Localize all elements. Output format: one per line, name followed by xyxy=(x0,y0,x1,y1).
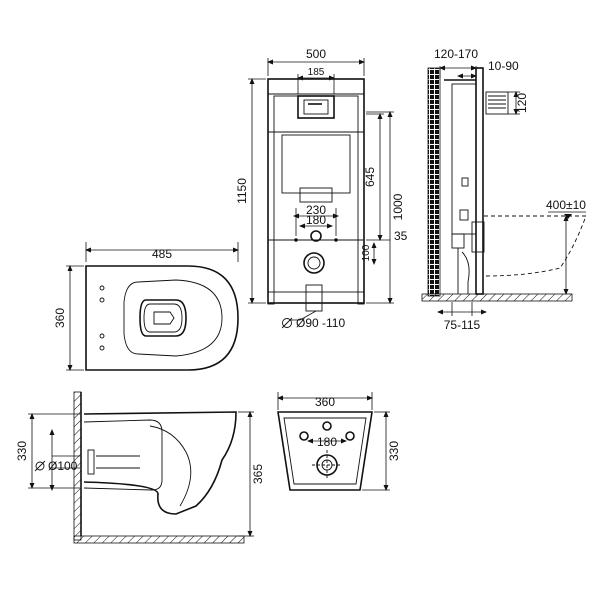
dim-outlet: Ø90 -110 xyxy=(296,316,345,330)
frame-side-profile xyxy=(475,67,484,295)
cistern-outline xyxy=(281,134,351,194)
dim-height-inner: 1000 xyxy=(391,193,405,220)
dim-side-bottom: 75-115 xyxy=(444,318,481,332)
flush-plate-opening xyxy=(297,95,335,119)
dim-side-depth: 120-170 xyxy=(434,47,478,61)
bowl-side-view: 330 Ø100 365 xyxy=(15,391,265,544)
frame-side-view: 400±10 120-170 10-90 120 75-115 xyxy=(421,47,587,332)
bowl-side-outline xyxy=(83,411,237,515)
dim-level: 400±10 xyxy=(546,198,586,212)
dim-back-width: 360 xyxy=(315,395,335,409)
drain-connection xyxy=(303,252,325,274)
dim-plate-width: 185 xyxy=(308,67,325,78)
bolt-right xyxy=(334,238,338,242)
dim-bowl-length: 485 xyxy=(152,247,172,261)
inlet-box xyxy=(485,91,509,115)
dim-height-mid: 645 xyxy=(363,167,377,187)
dim-bolt-span: 230 xyxy=(306,203,326,217)
dim-side-inner: 10-90 xyxy=(488,59,519,73)
dim-bowl-pipe: Ø100 xyxy=(48,459,78,473)
back-bolt-right xyxy=(345,431,355,441)
dim-small-offset: 35 xyxy=(394,229,408,243)
dim-small-height: 100 xyxy=(361,244,372,261)
bowl-rim xyxy=(123,279,223,357)
dim-back-bolts: 180 xyxy=(317,435,337,449)
floor xyxy=(421,293,573,302)
dim-bowl-side-height: 330 xyxy=(15,441,29,461)
water-inlet xyxy=(310,230,322,242)
dim-side-inlet: 120 xyxy=(515,93,529,113)
drain-pipe xyxy=(305,284,323,312)
back-inlet xyxy=(322,421,332,431)
cistern-valve xyxy=(299,187,333,203)
bowl-top-outline xyxy=(85,265,239,371)
frame-inner xyxy=(273,95,359,293)
back-bolt-left xyxy=(299,431,309,441)
dim-frame-height: 1150 xyxy=(235,178,249,204)
dim-bolt-inner: 180 xyxy=(306,213,326,227)
dim-frame-width: 500 xyxy=(306,47,326,61)
bowl-drain-top xyxy=(139,299,187,337)
wall-tiles xyxy=(427,67,441,297)
dim-back-height: 330 xyxy=(387,441,401,461)
bowl-outline-dashed xyxy=(483,215,587,277)
bowl-floor xyxy=(73,535,245,544)
dim-bowl-total: 365 xyxy=(251,464,265,484)
bolt-left xyxy=(294,238,298,242)
dim-bowl-width: 360 xyxy=(53,308,67,328)
bowl-back-outline xyxy=(277,411,373,491)
bowl-back-view: 360 180 330 xyxy=(277,392,401,491)
bowl-top-view: 485 360 xyxy=(53,242,239,371)
frame-front-view: 500 185 1150 1000 645 230 180 35 100 Ø90… xyxy=(235,47,408,330)
